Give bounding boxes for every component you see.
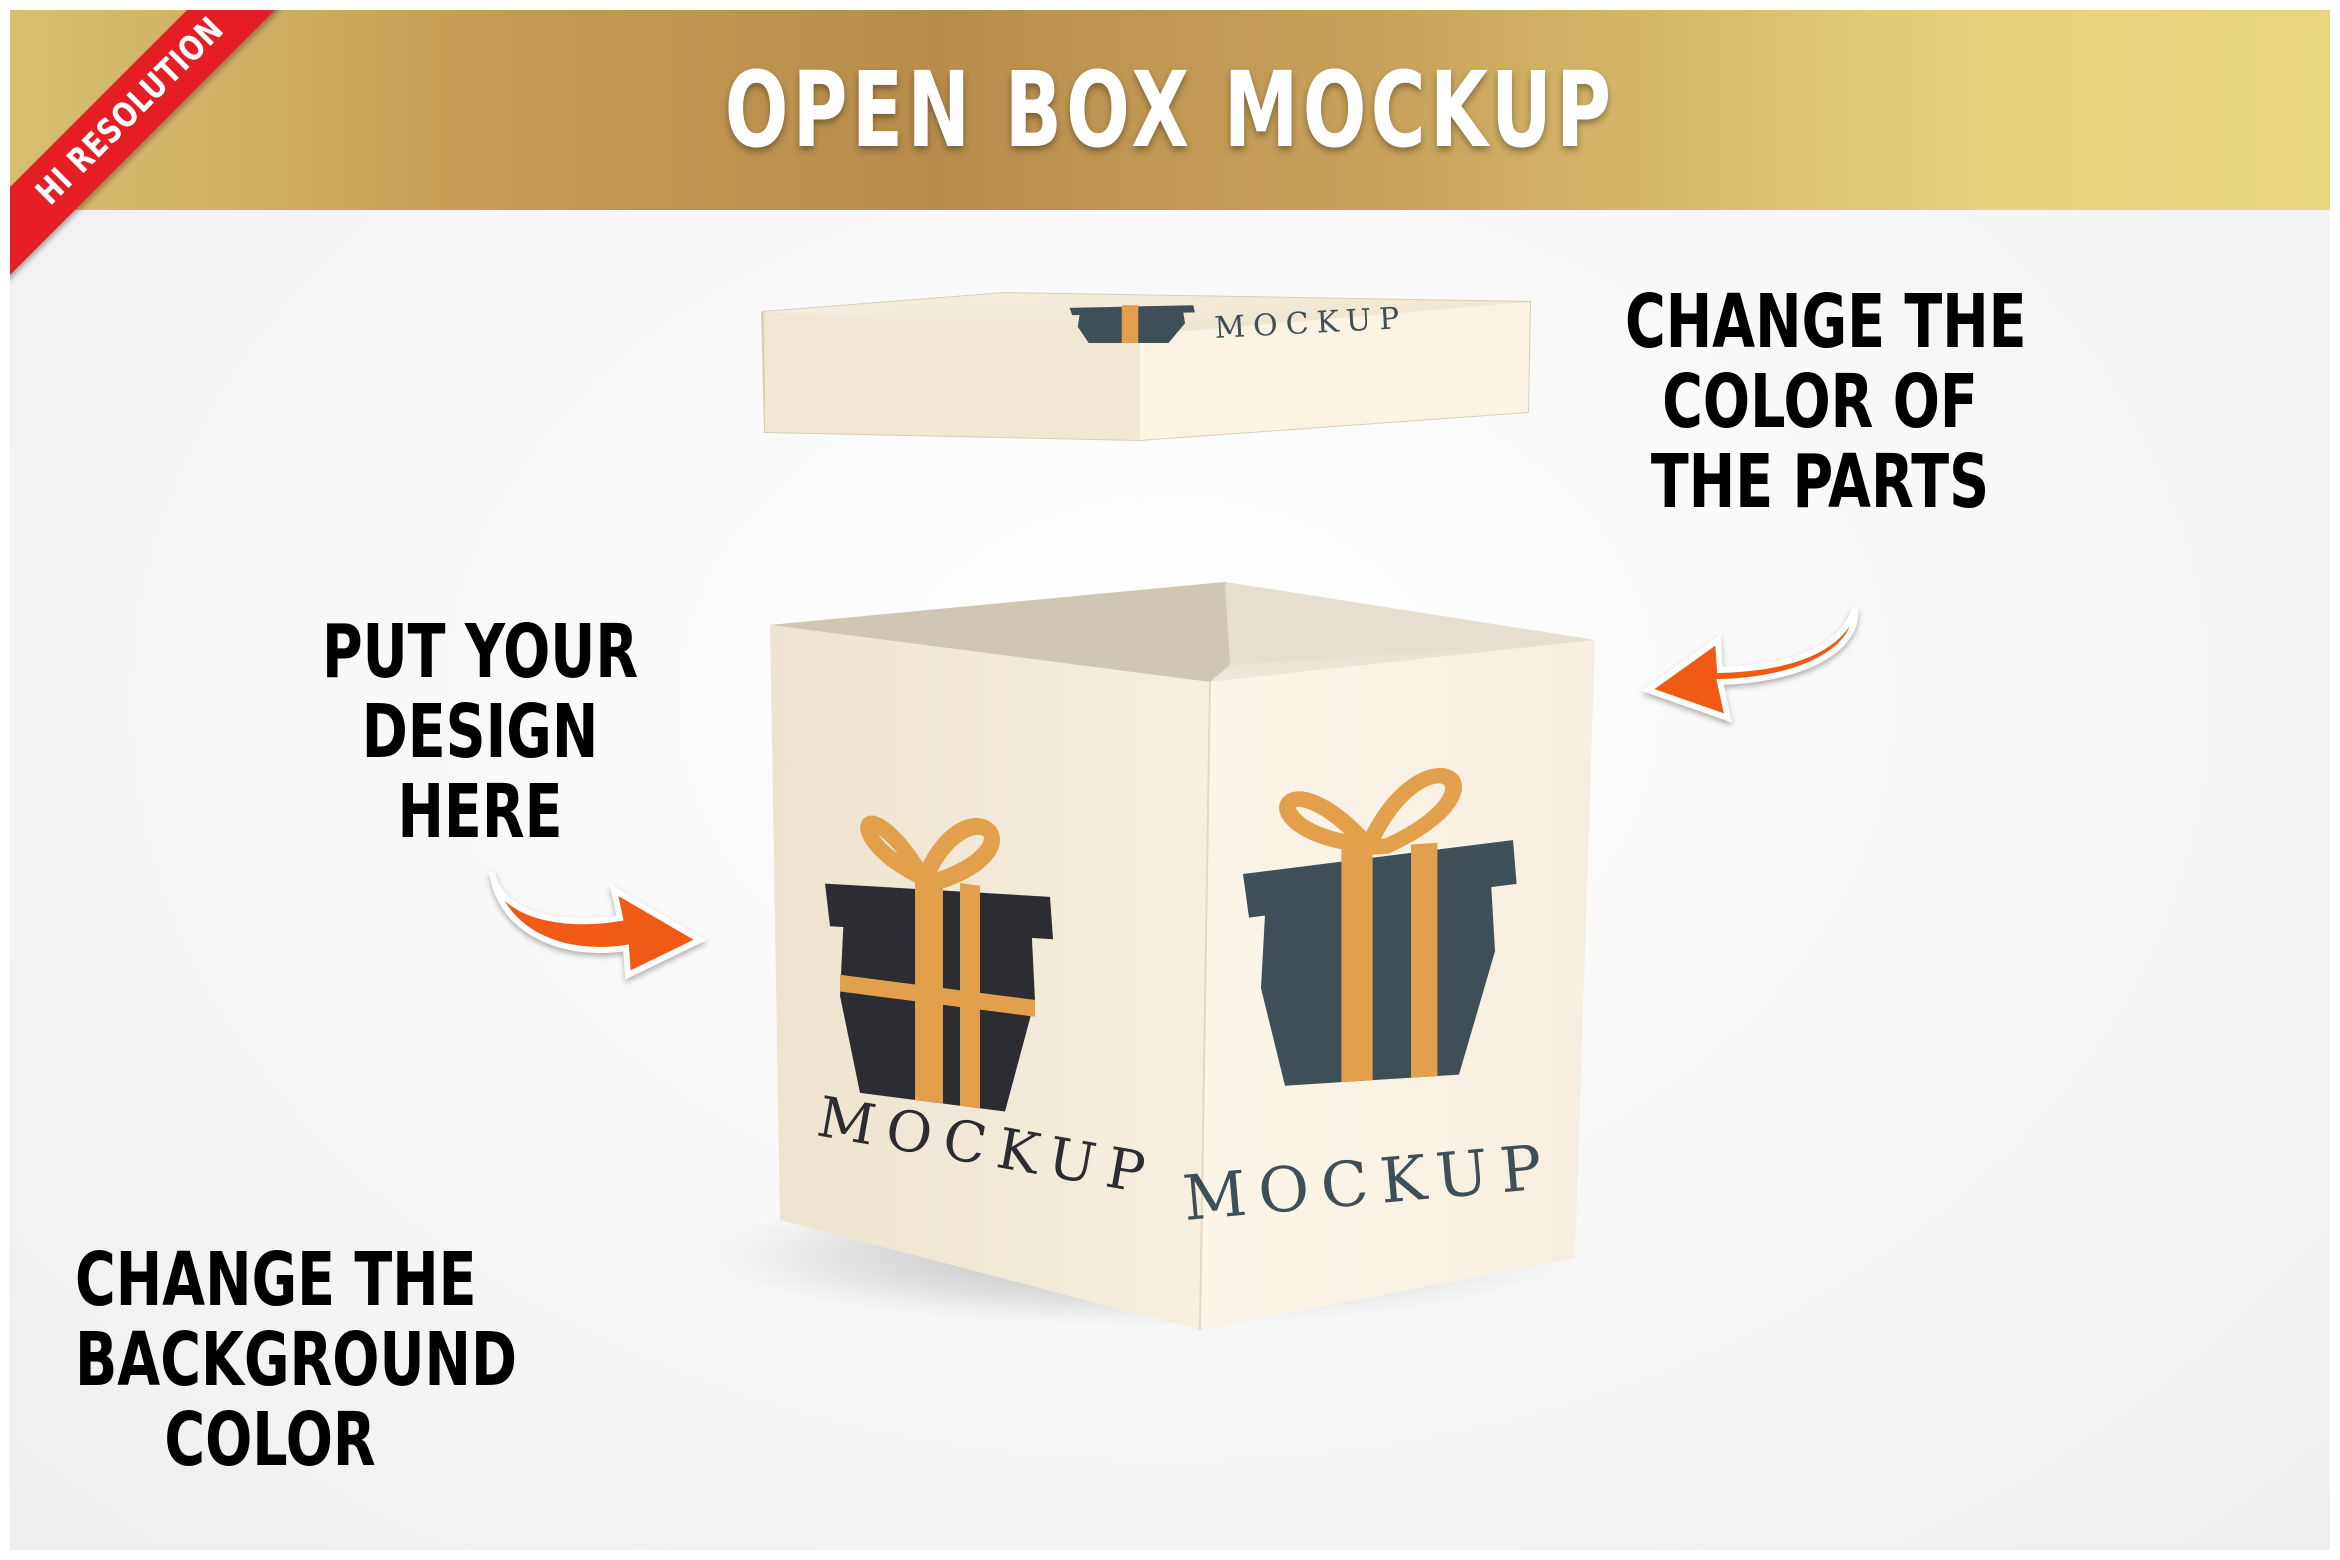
box-lid: MOCKUP <box>760 291 1532 442</box>
right-gift-icon <box>1243 768 1517 1089</box>
callout-change-background: CHANGE THE BACKGROUND COLOR <box>75 1237 518 1483</box>
callout-put-design: PUT YOUR DESIGN HERE <box>321 609 639 855</box>
left-gift-icon <box>825 815 1053 1118</box>
lid-gift-icon <box>1069 305 1195 343</box>
title-banner: OPEN BOX MOCKUP <box>10 10 2330 210</box>
banner-title: OPEN BOX MOCKUP <box>724 49 1616 171</box>
arrow-to-box-right <box>1641 607 1859 723</box>
arrow-to-box-left <box>489 871 707 980</box>
box-body: MOCKUP MOCKUP <box>770 582 1595 1331</box>
callout-change-colors: CHANGE THE COLOR OF THE PARTS <box>1625 279 2027 525</box>
